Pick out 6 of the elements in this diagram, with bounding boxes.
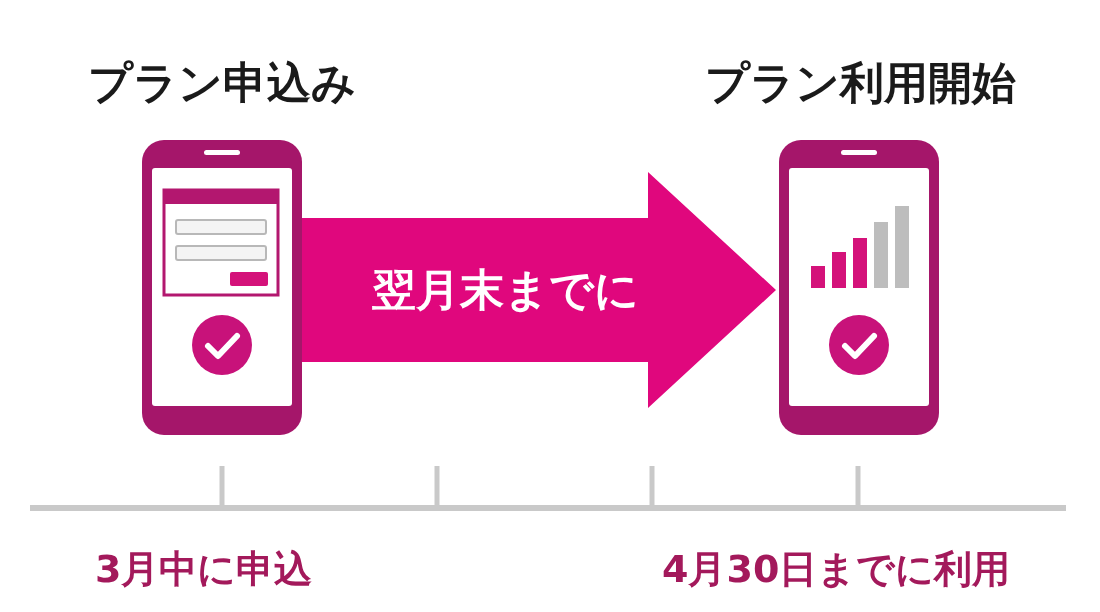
- date-label: 3月中に申込: [95, 546, 313, 593]
- heading: プラン申込み: [87, 56, 357, 110]
- date-label: 4月30日までに利用: [662, 546, 1011, 593]
- heading: プラン利用開始: [703, 56, 1017, 110]
- edge-label: 翌月末までに: [370, 263, 640, 317]
- block-arrow: [302, 172, 776, 408]
